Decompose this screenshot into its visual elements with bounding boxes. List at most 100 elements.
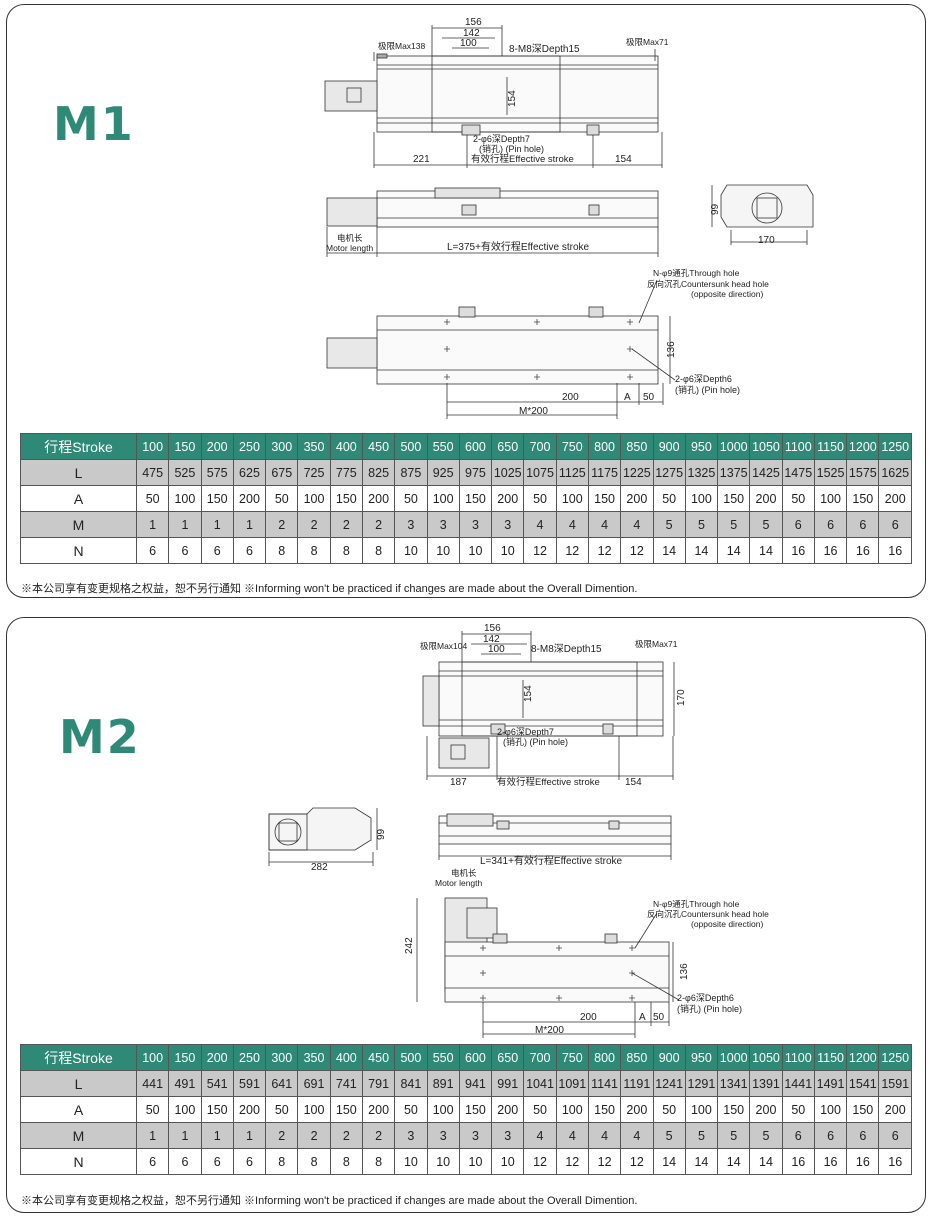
table-cell: 491 (168, 1070, 202, 1097)
table-cell: 14 (717, 1148, 751, 1175)
stroke-header-cell: 100 (135, 1044, 170, 1071)
table-cell: 50 (135, 485, 170, 512)
m2-total-length: L=341+有效行程Effective stroke (480, 854, 623, 867)
table-cell: 3 (394, 511, 428, 538)
m2-through-hole-2: 反向沉孔Countersunk head hole (647, 909, 769, 919)
table-cell: 150 (846, 1096, 880, 1123)
table-cell: 975 (458, 459, 493, 486)
m1-technical-drawing: 156 142 100 极限Max138 极限Max71 8-M8深Depth1… (324, 17, 814, 419)
table-cell: 150 (717, 1096, 751, 1123)
table-cell: 100 (813, 1096, 848, 1123)
m1-end-body (720, 184, 814, 228)
stroke-header-cell: 450 (361, 433, 396, 460)
table-cell: 1 (232, 1122, 267, 1149)
m2-motor-en: Motor length (435, 878, 483, 888)
table-cell: 1175 (587, 459, 622, 486)
table-cell: 6 (232, 537, 267, 564)
stroke-header-cell: 1150 (813, 433, 848, 460)
m1-dim-156: 156 (465, 17, 482, 28)
stroke-header-cell: 500 (394, 1044, 428, 1071)
table-cell: 641 (265, 1070, 299, 1097)
table-cell: 4 (587, 511, 622, 538)
m1-limit-left: 极限Max138 (378, 41, 426, 51)
stroke-header-cell: 150 (168, 433, 202, 460)
table-cell: 100 (813, 485, 848, 512)
table-cell: 6 (813, 511, 848, 538)
table-cell: 5 (652, 1122, 686, 1149)
m2-pin-hole-2: (销孔) (Pin hole) (503, 736, 568, 747)
table-cell: 1141 (587, 1070, 622, 1097)
table-cell: 16 (813, 1148, 848, 1175)
m1-end-dim-170: 170 (758, 235, 775, 246)
table-cell: 4 (587, 1122, 622, 1149)
table-cell: 1425 (749, 459, 783, 486)
table-cell: 1275 (652, 459, 686, 486)
stroke-header-cell: 1050 (749, 433, 783, 460)
table-cell: 200 (620, 485, 654, 512)
stroke-header-cell: 900 (652, 1044, 686, 1071)
m2-bottom-pin-2: (销孔) (Pin hole) (677, 1003, 742, 1014)
table-cell: 6 (200, 1148, 234, 1175)
stroke-header-cell: 350 (297, 433, 331, 460)
table-cell: 150 (329, 485, 363, 512)
table-cell: 6 (878, 1122, 912, 1149)
table-cell: 6 (781, 511, 815, 538)
table-cell: 50 (265, 1096, 299, 1123)
table-cell: 1325 (684, 459, 719, 486)
table-cell: 8 (361, 537, 396, 564)
m1-dim-154: 154 (507, 90, 518, 107)
table-cell: 1475 (781, 459, 815, 486)
table-cell: 1225 (620, 459, 654, 486)
table-cell: 6 (168, 537, 202, 564)
table-cell: 150 (587, 1096, 622, 1123)
stroke-header-cell: 250 (232, 433, 267, 460)
table-cell: 5 (717, 1122, 751, 1149)
m1-dim-154-right: 154 (615, 154, 632, 165)
row-label: N (20, 1148, 137, 1175)
table-cell: 8 (297, 1148, 331, 1175)
table-cell: 200 (232, 1096, 267, 1123)
table-cell: 200 (749, 1096, 783, 1123)
stroke-header-cell: 650 (491, 1044, 525, 1071)
stroke-header-cell: 600 (458, 433, 493, 460)
m1-bottom-dim-m200: M*200 (519, 406, 548, 417)
table-cell: 1375 (717, 459, 751, 486)
table-cell: 8 (297, 537, 331, 564)
table-cell: 100 (684, 485, 719, 512)
stroke-header-cell: 800 (587, 1044, 622, 1071)
table-cell: 10 (458, 1148, 493, 1175)
m1-bottom-dim-136: 136 (666, 341, 677, 358)
table-cell: 14 (652, 1148, 686, 1175)
m2-bottom-pin-1: 2-φ6深Depth6 (677, 993, 734, 1003)
table-cell: 6 (878, 511, 912, 538)
table-cell: 1625 (878, 459, 912, 486)
table-cell: 2 (265, 1122, 299, 1149)
table-cell: 5 (749, 1122, 783, 1149)
stroke-header-cell: 950 (684, 433, 719, 460)
row-label: L (20, 459, 137, 486)
m2-end-dim-99: 99 (376, 828, 387, 840)
m2-dim-170: 170 (676, 689, 687, 706)
table-cell: 12 (555, 1148, 589, 1175)
table-cell: 475 (135, 459, 170, 486)
table-cell: 1075 (523, 459, 557, 486)
table-cell: 741 (329, 1070, 363, 1097)
table-cell: 14 (717, 537, 751, 564)
table-cell: 8 (265, 1148, 299, 1175)
table-cell: 14 (684, 1148, 719, 1175)
m1-pin-hole-1: 2-φ6深Depth7 (473, 134, 530, 144)
m1-bottom-dim-50: 50 (643, 392, 655, 403)
table-cell: 4 (555, 511, 589, 538)
table-cell: 2 (361, 1122, 396, 1149)
table-cell: 10 (426, 1148, 460, 1175)
table-cell: 875 (394, 459, 428, 486)
m2-dim-156: 156 (484, 623, 501, 634)
stroke-header-cell: 900 (652, 433, 686, 460)
row-label: M (20, 511, 137, 538)
table-cell: 150 (200, 1096, 234, 1123)
table-cell: 200 (232, 485, 267, 512)
table-cell: 3 (491, 511, 525, 538)
stroke-header-cell: 250 (232, 1044, 267, 1071)
m1-bottom-dim-a: A (624, 392, 631, 403)
table-cell: 100 (168, 1096, 202, 1123)
